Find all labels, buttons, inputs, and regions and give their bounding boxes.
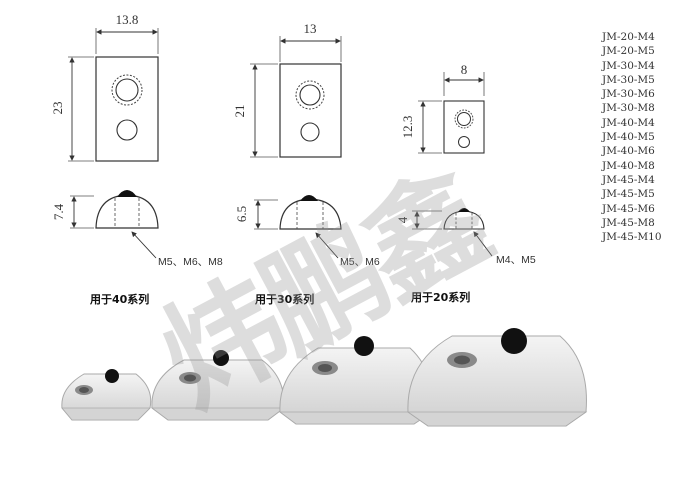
nut-40-top-view [95, 56, 159, 162]
spring-ball-icon [501, 328, 527, 354]
caption-20: 用于20系列 [411, 290, 470, 304]
model-item: JM-40-M8 [602, 159, 655, 172]
model-item: JM-45-M6 [602, 202, 655, 215]
dim-20-width: 8 [461, 62, 468, 77]
product-photo-nut-medium [150, 350, 286, 421]
model-item: JM-45-M5 [602, 188, 655, 201]
nut-20-top-view [443, 100, 485, 154]
drawing-20-series: 8 12.3 4 M4、M5 用于20系列 [395, 62, 536, 304]
model-item: JM-45-M4 [602, 173, 655, 186]
spring-ball-20 [458, 208, 470, 212]
model-item: JM-45-M10 [602, 231, 662, 244]
spring-ball-icon [354, 336, 374, 356]
technical-drawing: 13.8 23 7.4 M5、M6、M8 用于40系列 13 [50, 12, 588, 427]
model-item: JM-40-M6 [602, 145, 655, 158]
thread-30: M5、M6 [340, 256, 380, 268]
spring-ball-icon [213, 350, 229, 366]
model-item: JM-20-M4 [602, 31, 655, 43]
model-item: JM-45-M8 [602, 216, 655, 229]
nut-20-side-view [443, 210, 485, 230]
thread-20: M4、M5 [496, 254, 536, 266]
dim-30-width: 13 [304, 21, 317, 36]
model-item: JM-30-M6 [602, 88, 655, 101]
drawing-40-series: 13.8 23 7.4 M5、M6、M8 用于40系列 [50, 12, 223, 306]
model-item: JM-40-M5 [602, 131, 655, 144]
thread-40: M5、M6、M8 [158, 256, 223, 268]
product-photo-nut-xlarge [406, 328, 588, 427]
nut-40-side-view [95, 194, 159, 229]
dim-30-height: 21 [232, 105, 247, 118]
dim-30-side-height: 6.5 [234, 206, 249, 222]
model-item: JM-30-M5 [602, 73, 655, 86]
caption-30: 用于30系列 [255, 292, 314, 306]
product-photo-nut-small [61, 369, 152, 421]
dim-20-side-height: 4 [395, 216, 410, 223]
model-item: JM-40-M4 [602, 116, 655, 129]
nut-30-side-view [279, 198, 342, 230]
spring-ball-40 [117, 190, 137, 197]
spring-ball-30 [300, 195, 318, 201]
dim-20-height: 12.3 [400, 116, 415, 139]
dim-40-width: 13.8 [116, 12, 139, 27]
caption-40: 用于40系列 [90, 292, 149, 306]
product-photo-nut-large [278, 336, 434, 425]
drawing-30-series: 13 21 6.5 M5、M6 用于30系列 [232, 21, 380, 306]
model-item: JM-30-M4 [602, 59, 655, 72]
model-item: JM-20-M5 [602, 45, 655, 58]
nut-30-top-view [279, 63, 342, 158]
dim-40-height: 23 [50, 102, 65, 115]
model-item: JM-30-M8 [602, 102, 655, 115]
spring-ball-icon [105, 369, 119, 383]
dim-40-side-height: 7.4 [51, 203, 66, 220]
